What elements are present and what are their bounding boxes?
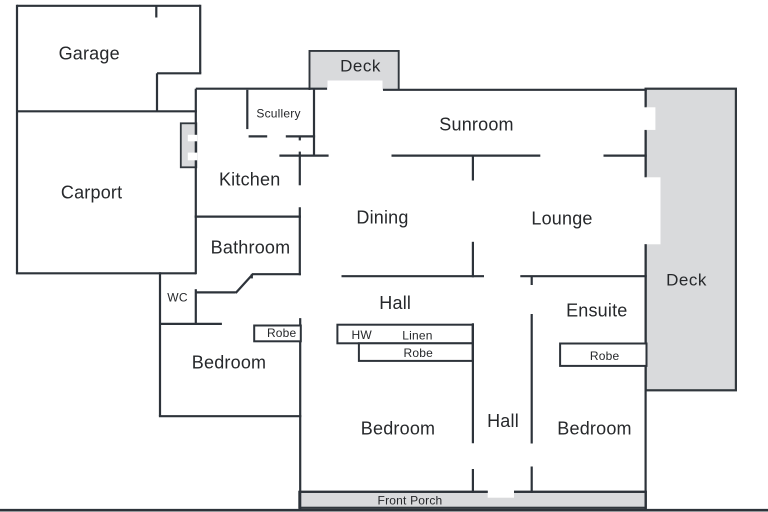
svg-text:Scullery: Scullery: [256, 107, 300, 121]
svg-text:Dining: Dining: [356, 208, 408, 228]
svg-text:Robe: Robe: [590, 349, 620, 363]
svg-text:Deck: Deck: [340, 57, 381, 76]
svg-text:Bedroom: Bedroom: [361, 419, 435, 439]
svg-text:Front Porch: Front Porch: [378, 493, 443, 507]
svg-text:Linen: Linen: [402, 329, 432, 343]
svg-text:Robe: Robe: [404, 346, 434, 360]
svg-text:Robe: Robe: [267, 326, 297, 340]
svg-text:Deck: Deck: [666, 271, 707, 290]
svg-text:Hall: Hall: [487, 411, 519, 431]
svg-text:Lounge: Lounge: [531, 209, 592, 229]
svg-text:Bedroom: Bedroom: [192, 353, 266, 373]
svg-text:HW: HW: [351, 328, 372, 342]
svg-text:Sunroom: Sunroom: [439, 115, 513, 135]
svg-text:Carport: Carport: [61, 183, 122, 203]
svg-text:Bedroom: Bedroom: [557, 419, 631, 439]
svg-text:Hall: Hall: [379, 293, 411, 313]
svg-text:Bathroom: Bathroom: [211, 238, 291, 258]
svg-text:WC: WC: [167, 291, 188, 305]
svg-text:Kitchen: Kitchen: [219, 169, 280, 189]
svg-text:Garage: Garage: [59, 44, 120, 64]
svg-text:Ensuite: Ensuite: [566, 301, 627, 321]
